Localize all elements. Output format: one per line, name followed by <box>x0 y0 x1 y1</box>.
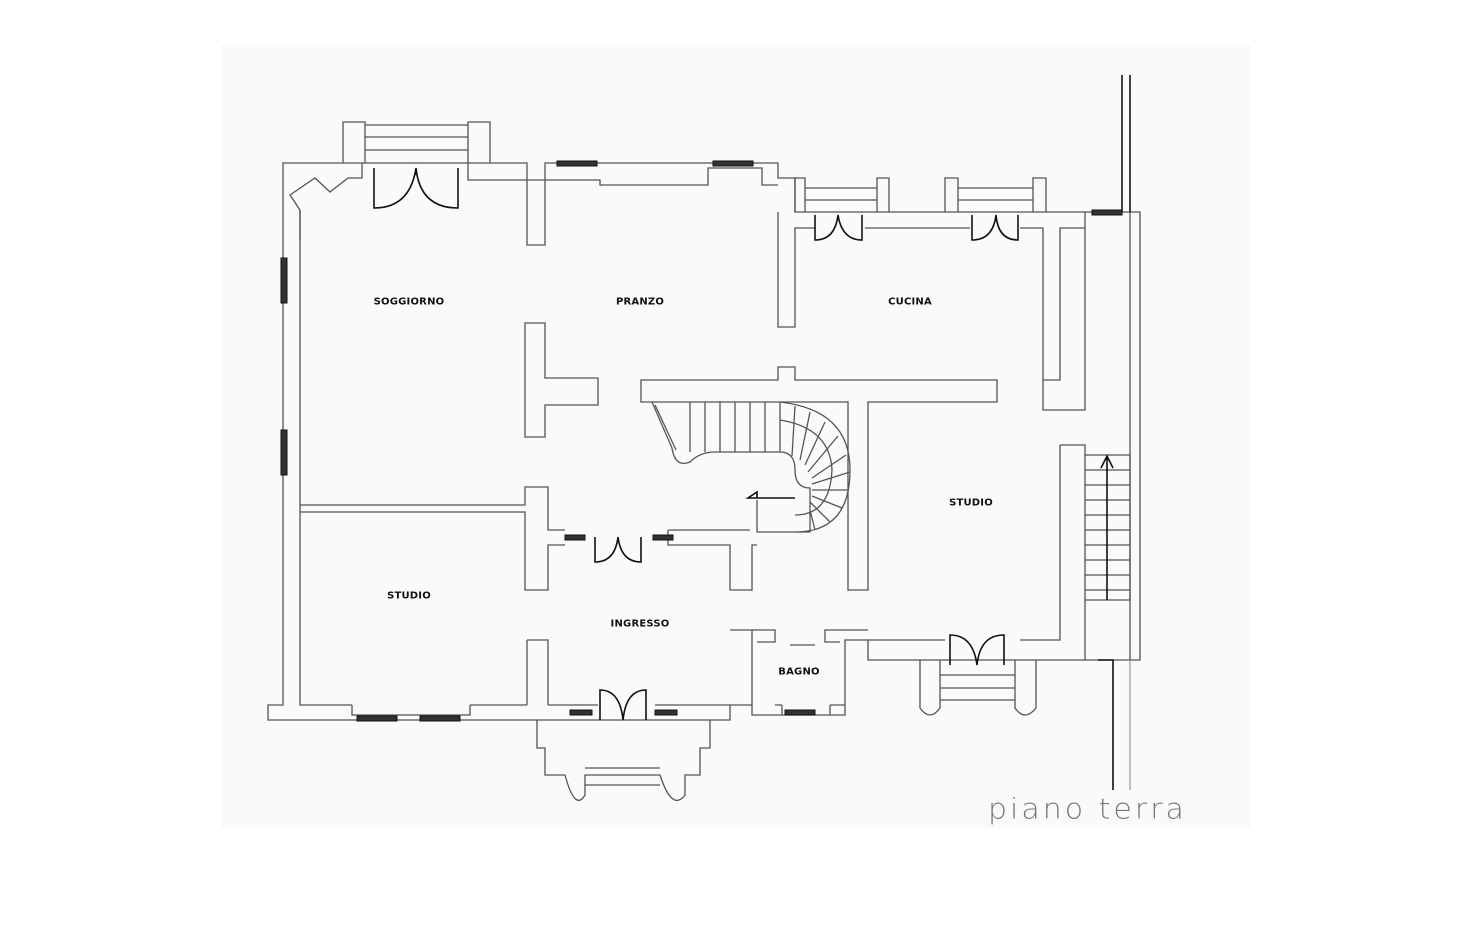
soggiorno-corner <box>289 163 363 240</box>
door-studio <box>949 634 1005 666</box>
drawing-sheet <box>221 45 1251 828</box>
door-soggiorno <box>373 167 459 209</box>
steps-studio <box>919 660 1037 716</box>
wall-soggiorno-pranzo-t <box>524 322 599 438</box>
boundary-top <box>1121 75 1131 212</box>
steps-soggiorno <box>342 121 491 163</box>
stair-arrow <box>1100 454 1114 600</box>
door-cucina-2 <box>971 214 1019 241</box>
entrance-porch <box>536 720 711 801</box>
boundary-bottom <box>1098 659 1114 790</box>
steps-cucina-2 <box>944 177 1047 212</box>
wall-studio-right <box>868 444 1086 660</box>
plan-title: piano terra <box>988 792 1187 827</box>
door-main <box>599 689 647 721</box>
room-label-cucina: CUCINA <box>888 296 932 308</box>
spiral-stair <box>651 401 851 533</box>
wall-ingresso-hall <box>667 529 757 591</box>
wall-soggiorno-studio <box>300 486 565 591</box>
room-label-soggiorno: SOGGIORNO <box>373 296 445 308</box>
wall-bagno <box>752 629 868 715</box>
spiral-stair-arrow <box>745 490 795 499</box>
wall-ingresso-bottom <box>526 639 549 705</box>
room-label-pranzo: PRANZO <box>615 296 665 308</box>
room-label-studio-right: STUDIO <box>949 497 993 509</box>
door-cucina-1 <box>814 214 863 241</box>
room-label-studio-left: STUDIO <box>387 590 431 602</box>
door-ingresso-hall <box>594 536 642 563</box>
steps-cucina-1 <box>794 177 890 212</box>
outer-wall-inner <box>299 210 753 716</box>
windows <box>280 160 1123 722</box>
wall-soggiorno-pranzo-top <box>526 180 546 246</box>
wall-pranzo-cucina <box>777 212 1086 411</box>
outer-wall <box>267 162 1141 721</box>
top-inner <box>467 163 778 186</box>
room-label-ingresso: INGRESSO <box>610 618 670 630</box>
wall-stair-top <box>640 366 998 591</box>
room-label-bagno: BAGNO <box>778 666 820 678</box>
